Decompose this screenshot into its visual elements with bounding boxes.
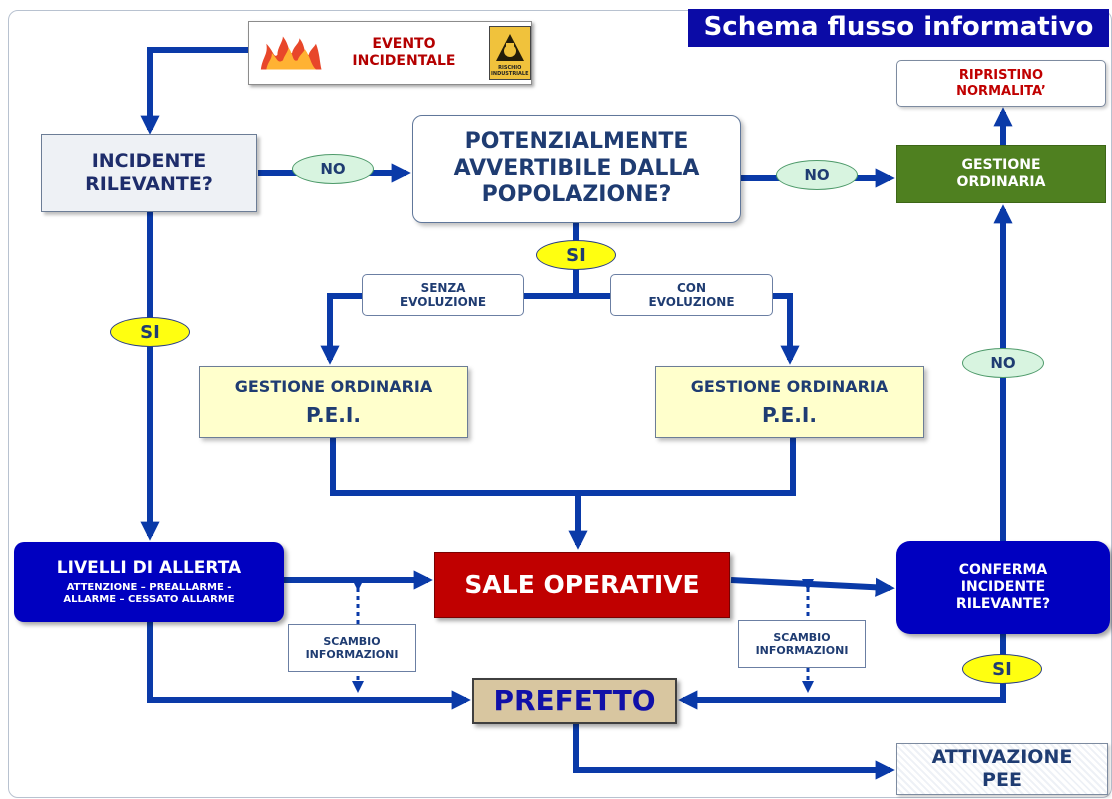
- conferma-line2: INCIDENTE: [960, 579, 1046, 596]
- node-potenzialmente-avvertibile: POTENZIALMENTE AVVERTIBILE DALLA POPOLAZ…: [412, 115, 741, 223]
- arrow-evento-to-incidente: [140, 47, 248, 135]
- potenzialmente-line3: POPOLAZIONE?: [481, 182, 672, 208]
- arrow-prefetto-to-attivazione: [573, 724, 895, 780]
- scambio-right-line1: SCAMBIO: [773, 630, 831, 644]
- attivazione-line1: ATTIVAZIONE: [931, 746, 1073, 769]
- arrow-sale-to-conferma: [730, 577, 895, 597]
- livelli-line1: LIVELLI DI ALLERTA: [56, 557, 242, 578]
- incidente-line2: RILEVANTE?: [85, 173, 213, 195]
- senza-line2: EVOLUZIONE: [399, 295, 487, 309]
- pei-right-line1: GESTIONE ORDINARIA: [690, 377, 889, 397]
- node-gestione-ordinaria-pei-left: GESTIONE ORDINARIA P.E.I.: [199, 366, 468, 438]
- label-scambio-informazioni-left: SCAMBIO INFORMAZIONI: [288, 624, 416, 672]
- node-livelli-di-allerta: LIVELLI DI ALLERTA ATTENZIONE – PREALLAR…: [14, 542, 284, 622]
- badge-si-potenzialmente: SI: [536, 240, 616, 270]
- industrial-risk-sign-icon: RISCHIO INDUSTRIALE: [488, 26, 531, 80]
- node-attivazione-pee: ATTIVAZIONE PEE: [896, 743, 1108, 795]
- badge-si-conferma: SI: [962, 654, 1042, 684]
- hand-hazard-icon: [495, 34, 524, 61]
- ripristino-line1: RIPRISTINO: [958, 67, 1044, 83]
- arrow-livelli-to-prefetto: [147, 622, 471, 710]
- livelli-line3: ALLARME – CESSATO ALLARME: [63, 594, 235, 606]
- scambio-left-line2: INFORMAZIONI: [305, 648, 399, 661]
- pei-left-line2: P.E.I.: [306, 402, 361, 427]
- badge-no-incidente: NO: [292, 154, 374, 184]
- sign-text: RISCHIO INDUSTRIALE: [491, 65, 529, 77]
- potenzialmente-line2: AVVERTIBILE DALLA: [453, 155, 700, 181]
- scambio-left-line1: SCAMBIO: [323, 634, 381, 648]
- attivazione-line2: PEE: [982, 769, 1022, 791]
- incidente-line1: INCIDENTE: [91, 150, 207, 173]
- page-title: Schema flusso informativo: [688, 9, 1109, 47]
- potenzialmente-line1: POTENZIALMENTE: [464, 129, 689, 155]
- livelli-line2: ATTENZIONE – PREALLARME -: [66, 582, 232, 594]
- badge-no-conferma: NO: [962, 348, 1044, 378]
- node-gestione-ordinaria-pei-right: GESTIONE ORDINARIA P.E.I.: [655, 366, 924, 438]
- ripristino-line2: NORMALITA’: [956, 83, 1046, 99]
- con-line1: CON: [676, 280, 707, 295]
- node-conferma-incidente: CONFERMA INCIDENTE RILEVANTE?: [896, 541, 1110, 634]
- gestione-ordinaria-line1: GESTIONE: [961, 157, 1041, 174]
- arrow-pei-merge: [330, 438, 796, 496]
- evento-label: EVENTO INCIDENTALE: [352, 36, 456, 69]
- badge-si-incidente: SI: [110, 317, 190, 347]
- node-ripristino-normalita: RIPRISTINO NORMALITA’: [896, 60, 1106, 107]
- node-sale-operative: SALE OPERATIVE: [434, 552, 730, 618]
- badge-no-potenzialmente: NO: [776, 160, 858, 190]
- pei-right-line2: P.E.I.: [762, 402, 817, 427]
- senza-line1: SENZA: [420, 280, 466, 295]
- node-evento-incidentale: EVENTO INCIDENTALE RISCHIO INDUSTRIALE: [248, 21, 532, 85]
- node-gestione-ordinaria: GESTIONE ORDINARIA: [896, 145, 1106, 203]
- gestione-ordinaria-line2: ORDINARIA: [956, 174, 1046, 190]
- label-con-evoluzione: CON EVOLUZIONE: [610, 274, 773, 316]
- fire-icon: [260, 36, 322, 70]
- conferma-line3: RILEVANTE?: [955, 595, 1051, 612]
- pei-left-line1: GESTIONE ORDINARIA: [234, 377, 433, 397]
- con-line2: EVOLUZIONE: [648, 295, 735, 309]
- node-prefetto: PREFETTO: [472, 678, 677, 724]
- node-incidente-rilevante: INCIDENTE RILEVANTE?: [41, 134, 257, 212]
- conferma-line1: CONFERMA: [958, 562, 1048, 579]
- label-scambio-informazioni-right: SCAMBIO INFORMAZIONI: [738, 620, 866, 668]
- label-senza-evoluzione: SENZA EVOLUZIONE: [362, 274, 524, 316]
- scambio-right-line2: INFORMAZIONI: [755, 644, 849, 657]
